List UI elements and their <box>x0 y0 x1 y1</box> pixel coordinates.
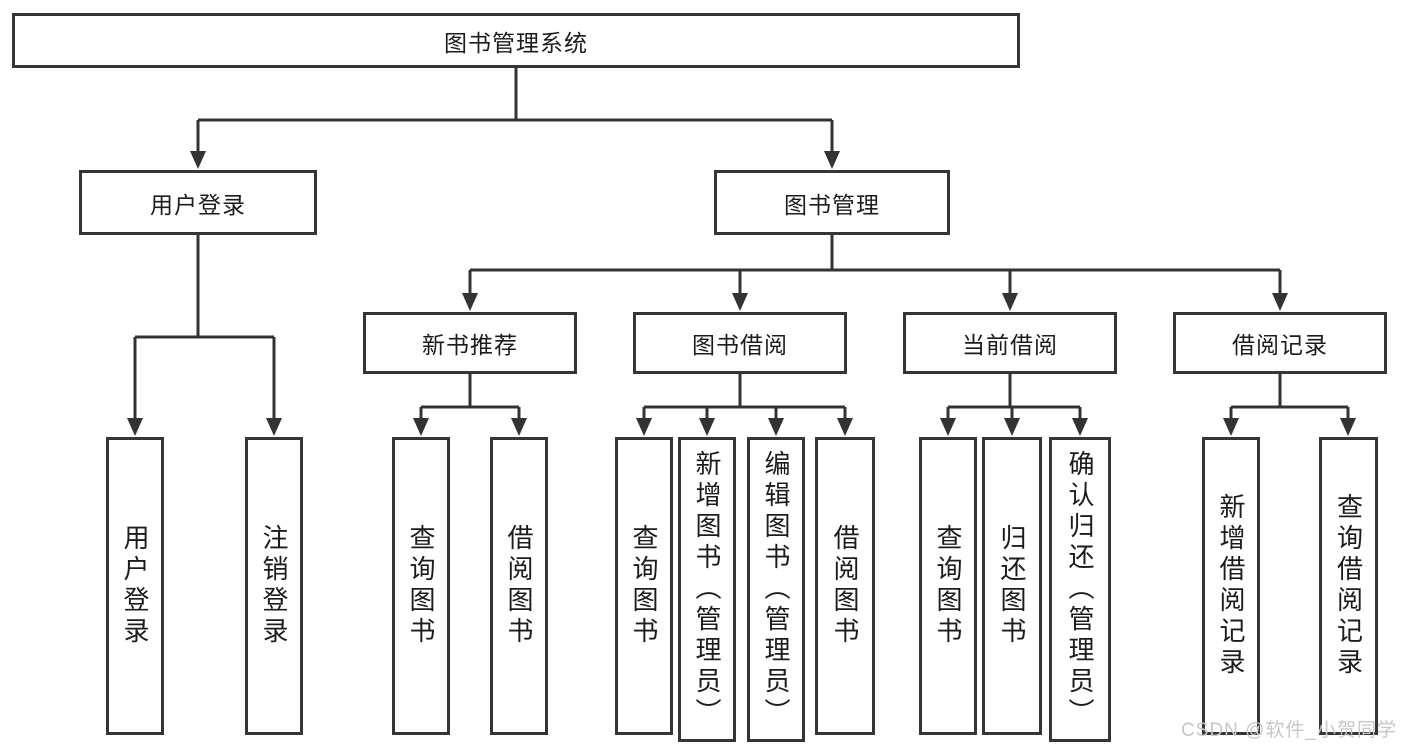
leaf-edit-books-admin-label: 编辑图书（管理员） <box>761 450 791 729</box>
leaf-confirm-return-admin-label: 确认归还（管理员） <box>1065 450 1095 729</box>
leaf-query-books-recommend: 查询图书 <box>392 437 450 735</box>
leaf-logout-label: 注销登录 <box>259 524 289 648</box>
watermark: CSDN @软件_小贺同学 <box>1181 720 1397 741</box>
leaf-query-books-borrowing: 查询图书 <box>615 437 673 735</box>
node-book-management: 图书管理 <box>714 170 950 235</box>
leaf-borrow-books-recommend-label: 借阅图书 <box>504 524 534 648</box>
leaf-add-books-admin-label: 新增图书（管理员） <box>692 450 722 729</box>
leaf-query-borrow-record: 查询借阅记录 <box>1319 437 1378 735</box>
leaf-query-borrow-record-label: 查询借阅记录 <box>1333 493 1364 679</box>
leaf-query-books-current: 查询图书 <box>919 437 977 735</box>
leaf-borrow-books-borrowing: 借阅图书 <box>815 437 875 735</box>
leaf-query-books-recommend-label: 查询图书 <box>406 524 436 648</box>
leaf-add-borrow-record: 新增借阅记录 <box>1202 437 1260 735</box>
leaf-add-borrow-record-label: 新增借阅记录 <box>1216 493 1246 679</box>
leaf-query-books-current-label: 查询图书 <box>933 524 963 648</box>
leaf-borrow-books-borrowing-label: 借阅图书 <box>830 524 860 648</box>
leaf-return-books: 归还图书 <box>982 437 1042 735</box>
leaf-add-books-admin: 新增图书（管理员） <box>678 437 736 742</box>
node-borrowing-records: 借阅记录 <box>1173 312 1387 374</box>
node-book-borrowing: 图书借阅 <box>633 312 847 374</box>
leaf-confirm-return-admin: 确认归还（管理员） <box>1049 437 1111 742</box>
leaf-user-login-label: 用户登录 <box>120 524 150 648</box>
node-current-borrowing: 当前借阅 <box>903 312 1117 374</box>
node-root: 图书管理系统 <box>12 13 1020 68</box>
leaf-borrow-books-recommend: 借阅图书 <box>490 437 548 735</box>
node-new-book-recommend: 新书推荐 <box>363 312 577 374</box>
leaf-logout: 注销登录 <box>245 437 303 735</box>
leaf-edit-books-admin: 编辑图书（管理员） <box>747 437 805 742</box>
leaf-query-books-borrowing-label: 查询图书 <box>629 524 659 648</box>
leaf-return-books-label: 归还图书 <box>997 524 1027 648</box>
node-user-login: 用户登录 <box>79 170 317 235</box>
leaf-user-login: 用户登录 <box>106 437 164 735</box>
